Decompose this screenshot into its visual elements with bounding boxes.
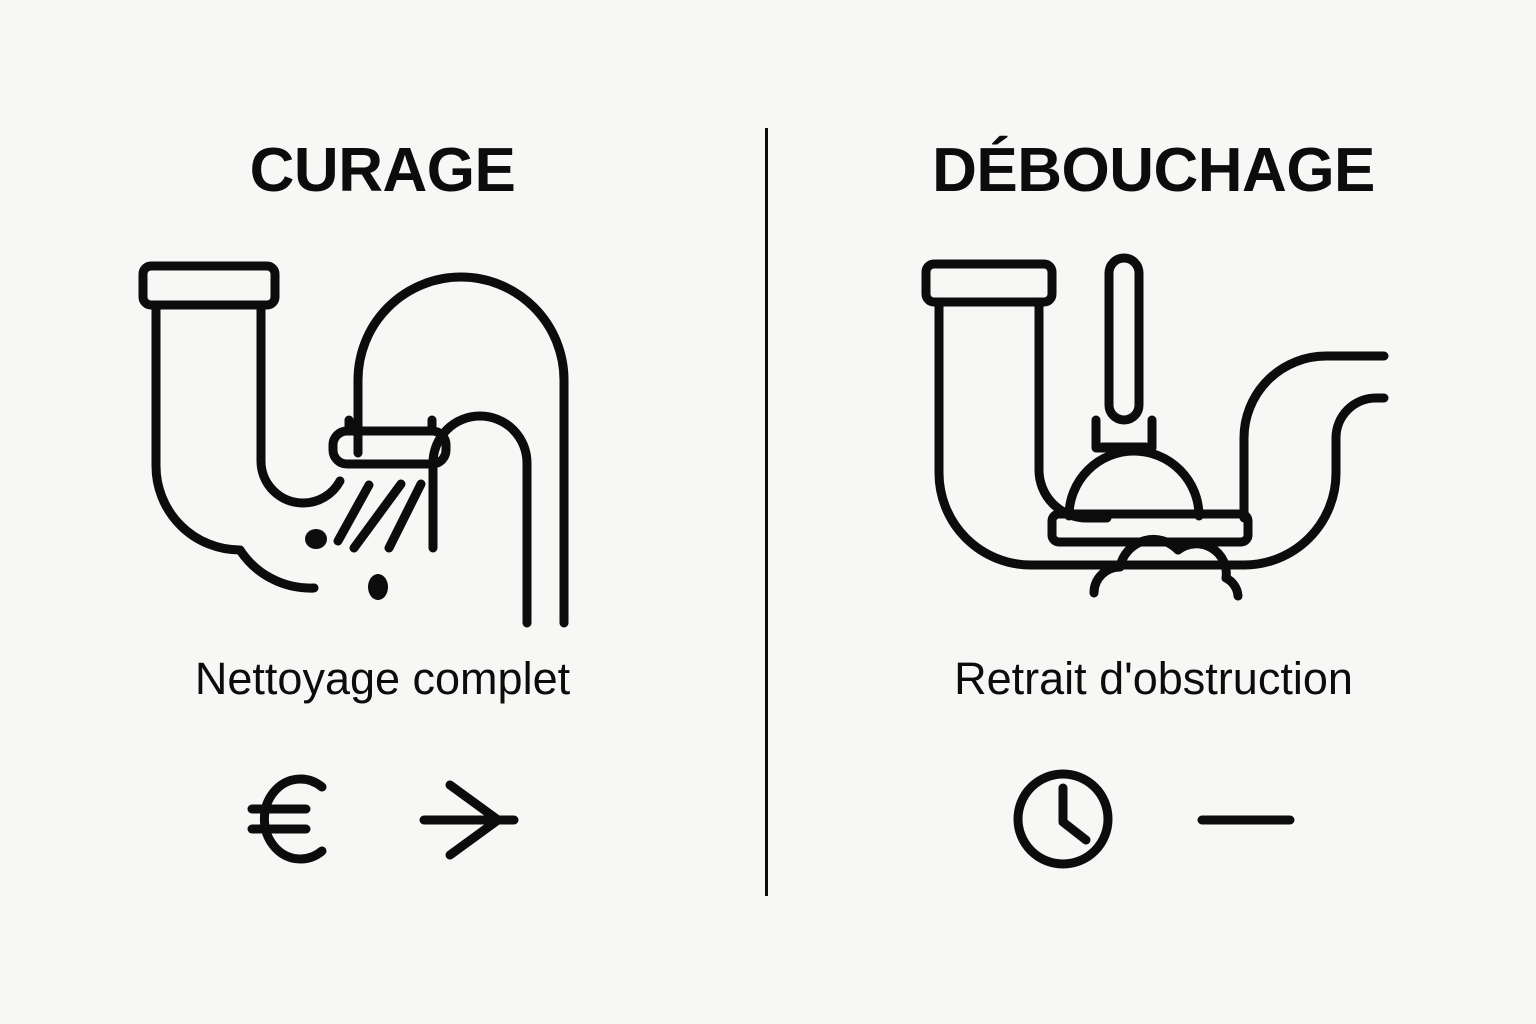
plunger-cup [1064, 446, 1203, 521]
arrow-head-lower [445, 815, 502, 860]
panel-caption-curage: Nettoyage complet [194, 653, 571, 704]
panel-caption-debouchage: Retrait d'obstruction [954, 653, 1353, 704]
outlet-pipe-upper [1239, 351, 1388, 523]
dash-icon [1197, 815, 1294, 825]
clock-face [1013, 769, 1112, 869]
pipe-wall-outer-bend [235, 545, 318, 593]
outlet-pipe-lower [1331, 393, 1388, 443]
clock-icon [1013, 769, 1112, 869]
panel-debouchage: DÉBOUCHAGE [771, 0, 1536, 1024]
clock-hands [1058, 783, 1090, 845]
arrow-head-upper [445, 780, 502, 825]
outlet-arc-outer [353, 272, 568, 628]
pipe-top-flange [138, 261, 279, 310]
pipe-wall-outer-upper [151, 300, 244, 555]
pipe-outlet-lower-bend [1239, 433, 1340, 570]
euro-icon [247, 774, 326, 864]
spray-jet-1 [333, 480, 373, 546]
panel-meta-curage [0, 754, 765, 884]
vertical-divider [765, 128, 768, 896]
pipe-cleaning-illustration [0, 248, 765, 648]
panel-title-curage: CURAGE [249, 136, 516, 205]
pipe-cleaning-svg [138, 261, 568, 628]
pipe-unclogging-svg [921, 253, 1388, 601]
pipe-wall-inner-bend [298, 476, 344, 508]
pipe-wall-outer [934, 297, 1248, 570]
arrow-right-icon [419, 780, 518, 860]
outlet-arc-inner [428, 411, 531, 628]
euro-curve [259, 774, 326, 864]
pipe-top-flange [921, 259, 1056, 307]
water-droplet-1 [304, 529, 327, 549]
pipe-wall-inner-upper [256, 300, 307, 508]
panel-meta-debouchage [771, 754, 1536, 884]
water-droplet-2 [367, 574, 388, 600]
nozzle-flange [328, 426, 450, 469]
plunger-handle [1104, 253, 1143, 425]
panel-title-debouchage: DÉBOUCHAGE [932, 136, 1375, 205]
panel-curage: CURAGE [0, 0, 765, 1024]
spray-jet-2 [349, 479, 405, 553]
pipe-unclogging-illustration [771, 248, 1536, 648]
spray-jet-3 [384, 479, 425, 553]
clog-blob [1089, 534, 1242, 601]
